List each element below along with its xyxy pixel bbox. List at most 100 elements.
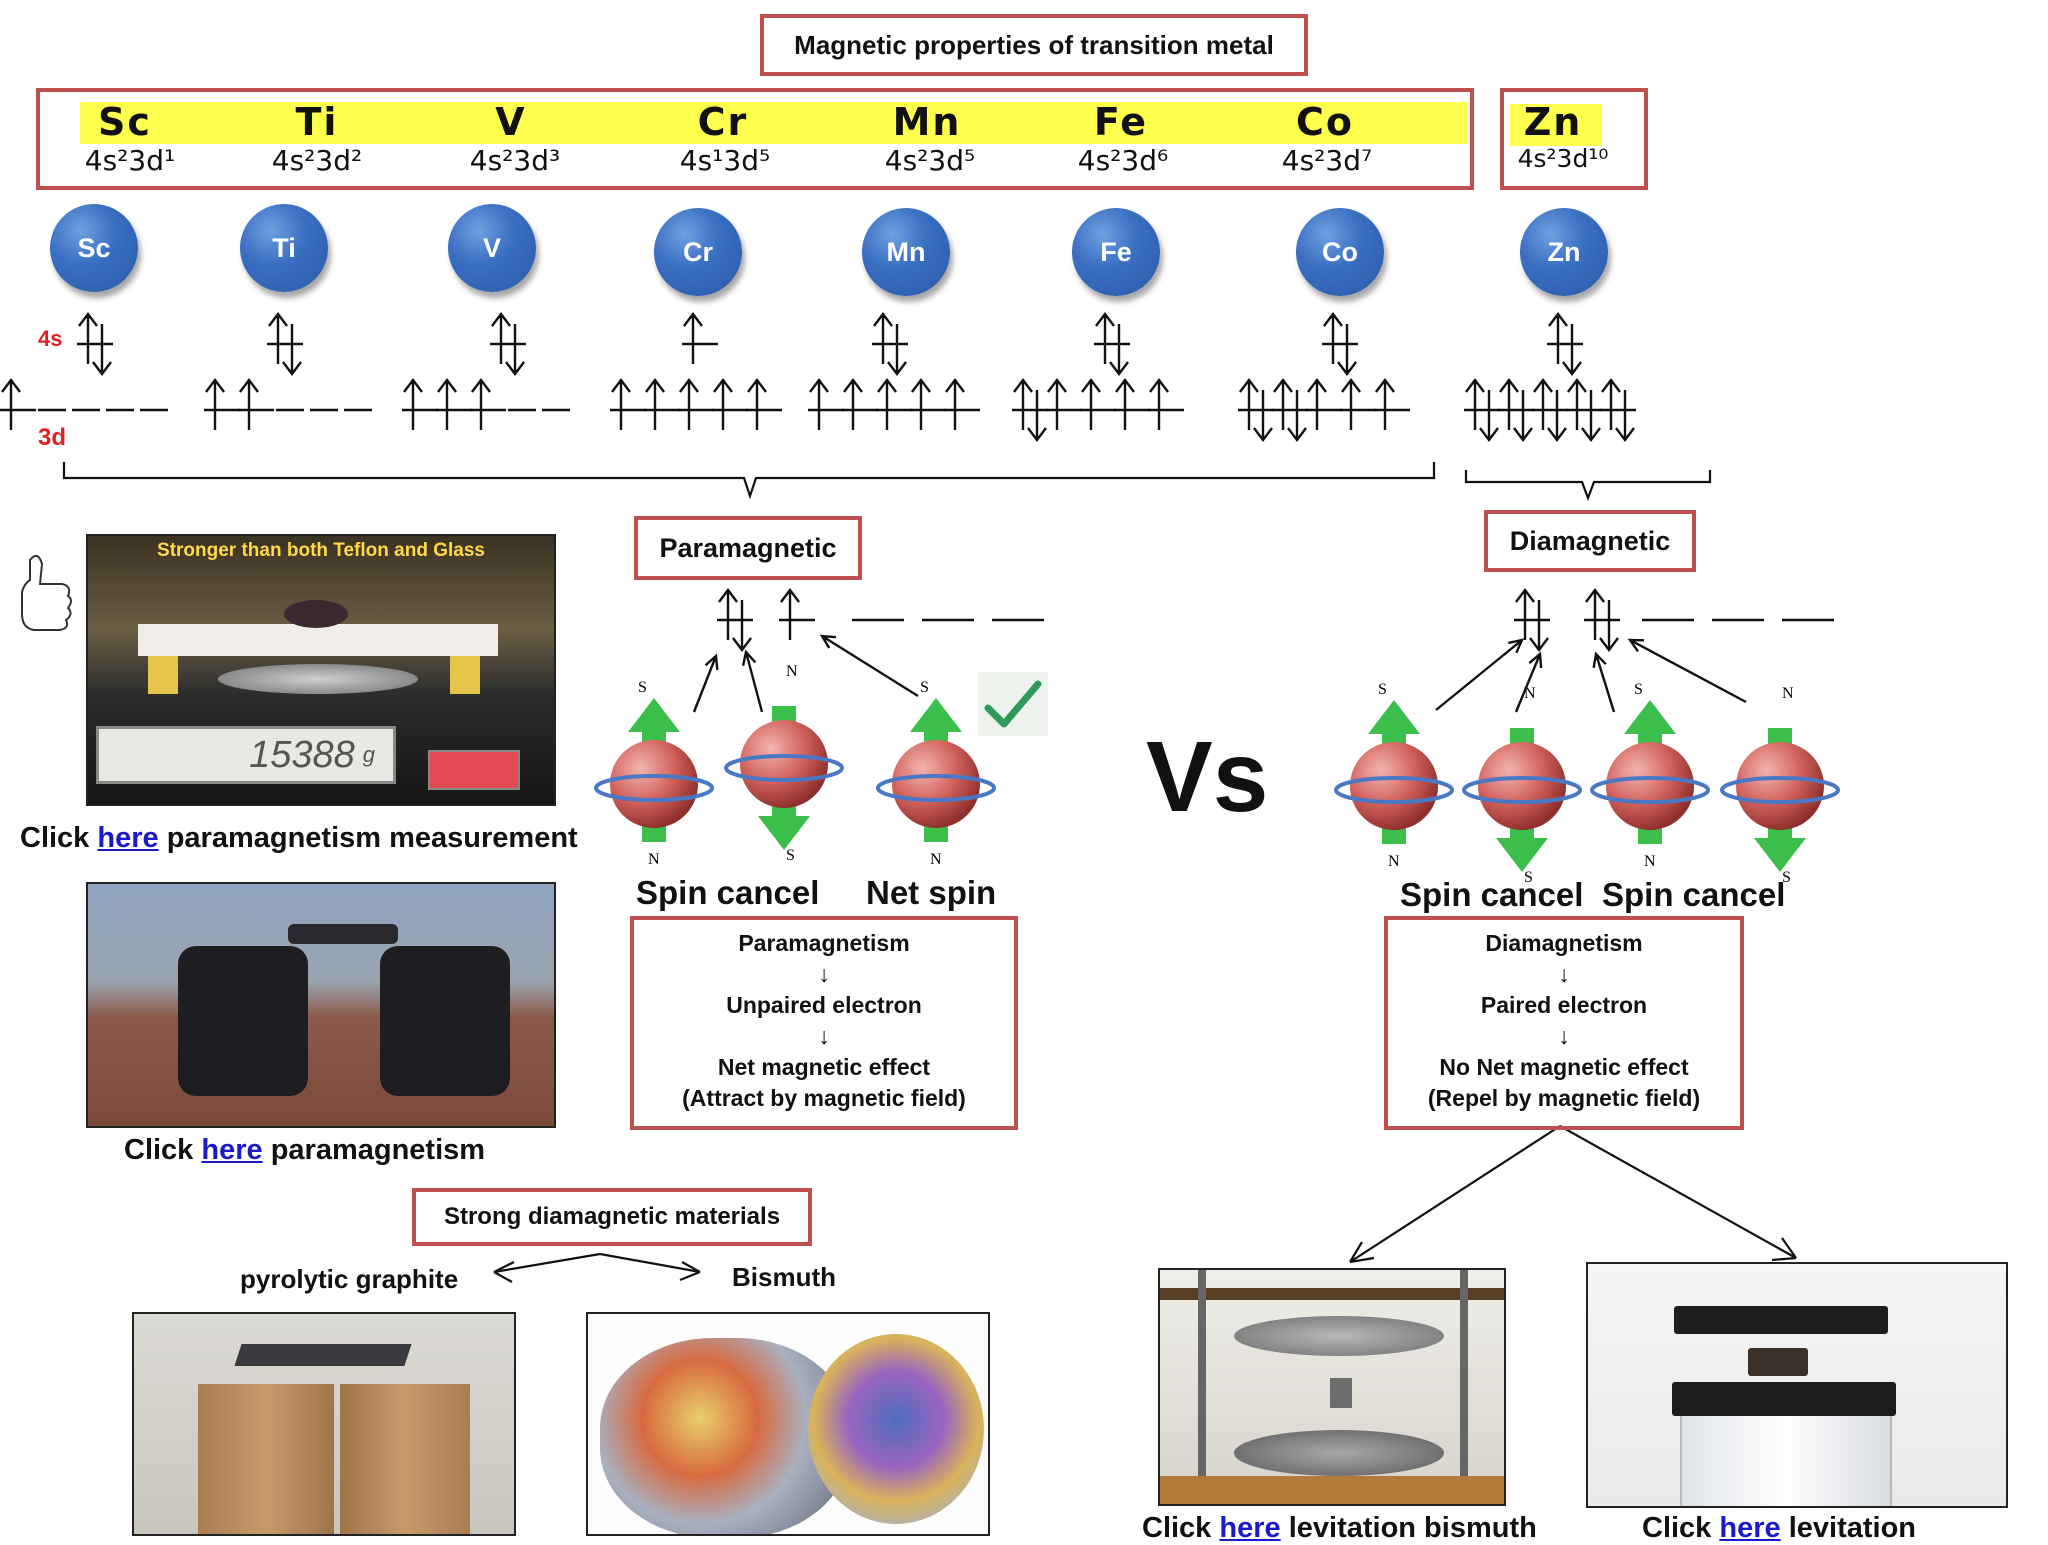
spin-up-electron: SN [876,679,996,868]
spin-down-arrow [1547,390,1567,442]
levitating-piece [1748,1348,1808,1376]
spin-down-arrow [1615,390,1635,442]
spin-up-arrow [747,378,767,430]
frame-top [1160,1288,1504,1300]
arrow-to-bismuth-levitation [1349,1125,1561,1264]
element-ball-zn: Zn [1520,208,1608,296]
material-label-bismuth: Bismuth [732,1262,836,1292]
spin-up-arrow [1341,378,1361,430]
spin-up-arrow [809,378,829,430]
paramagnetism-apparatus-photo[interactable] [86,882,556,1128]
element-symbol: Co [1296,100,1354,144]
here-link[interactable]: here [201,1134,263,1166]
pole-label: N [1388,853,1400,870]
element-ball-mn: Mn [862,208,950,296]
spin-up-arrow [1548,312,1568,364]
spin-up-arrow [843,378,863,430]
bismuth-geode [808,1334,984,1524]
spin-up-arrow [1585,588,1605,640]
orbital-label-3d: 3d [38,424,67,451]
brace-paramagnetic [62,462,1436,500]
electron-config: 4s²3d¹⁰ [1517,144,1609,173]
electron-config: 4s²3d⁶ [1077,144,1169,177]
spin-up-arrow [1499,378,1519,430]
element-symbol: Mn [892,100,962,144]
arrow-to-levitation [1559,1125,1797,1262]
spin-orbit-ring [1334,776,1454,804]
pyrolytic-graphite-photo [132,1312,516,1536]
post-left [1198,1270,1206,1504]
spin-up-arrow [911,378,931,430]
caption-levitation-bismuth: Click here levitation bismuth [1142,1512,1537,1545]
pole-label: S [786,847,795,864]
pole-label: S [1634,681,1643,698]
here-link[interactable]: here [1719,1512,1781,1544]
bismuth-levitation-photo[interactable] [1158,1268,1506,1506]
here-link[interactable]: here [1219,1512,1281,1544]
spin-down-arrow [887,324,907,376]
flow-arrow: ↓ [1558,961,1570,987]
upper-magnet [1674,1306,1888,1334]
flow-step: Net magnetic effect [717,1054,931,1080]
paramagnetic-title: Paramagnetic [659,532,837,563]
pole-label: N [1644,853,1656,870]
caption-text: levitation [1780,1512,1916,1544]
strong-diamagnetic-title-box: Strong diamagnetic materials [412,1188,812,1246]
pole-label: S [638,679,647,696]
spin-up-arrow [645,378,665,430]
brace-diamagnetic [1464,470,1712,502]
material-label-graphite: pyrolytic graphite [240,1264,459,1294]
spin-up-electron: SN [1590,681,1710,870]
spin-up-arrow [1115,378,1135,430]
spin-up-electron: SN [1334,681,1454,870]
spin-up-arrow [780,588,800,640]
pole-label: N [786,663,798,680]
magnet-block [198,1384,334,1534]
electron-config: 4s²3d¹ [84,144,176,177]
spin-down-arrow [505,324,525,376]
flow-step: (Repel by magnetic field) [1427,1085,1701,1111]
flow-arrow: ↓ [818,961,830,987]
paramagnetism-measurement-photo[interactable]: Stronger than both Teflon and Glass 1538… [86,534,556,806]
spin-up-arrow [1081,378,1101,430]
floating-magnet [1330,1378,1352,1408]
spin-orbit-ring [1462,776,1582,804]
pointer-arrow [692,653,719,713]
spin-up-arrow [1515,588,1535,640]
electron-sphere [610,740,698,828]
caption-text: Click [1142,1512,1220,1544]
spin-orbit-ring [594,774,714,802]
spin-up-arrow [1,378,21,430]
support-block [148,656,178,694]
spin-up-arrow [611,378,631,430]
versus-label: Vs [1146,721,1269,833]
spin-up-arrow [718,588,738,640]
electron-sphere [1478,742,1566,830]
pole-label: S [1524,869,1533,886]
element-symbol: Ti [295,100,339,144]
flow-step: Diamagnetism [1485,930,1643,956]
spin-down-arrow [1479,390,1499,442]
levitation-photo[interactable] [1586,1262,2008,1508]
spin-orbit-ring [1720,776,1840,804]
here-link[interactable]: here [97,822,159,854]
spin-up-arrow [239,378,259,430]
sample-rod [288,924,398,944]
electron-sphere [1736,742,1824,830]
element-ball-ti: Ti [240,204,328,292]
element-ball-co: Co [1296,208,1384,296]
spin-up-arrow [1273,378,1293,430]
spin-up-arrow [873,312,893,364]
scale-display: 15388 g [96,726,396,784]
arrow-to-graphite [493,1252,601,1283]
teflon-plate [138,624,498,656]
page-title: Magnetic properties of transition metal [794,29,1274,60]
support-block [450,656,480,694]
spin-up-arrow [1307,378,1327,430]
electron-sphere [740,720,828,808]
electron-config: 4s²3d² [271,144,363,177]
title-box: Magnetic properties of transition metal [760,14,1308,76]
electron-config: 4s²3d³ [469,144,561,177]
caption-text: Click [20,822,98,854]
